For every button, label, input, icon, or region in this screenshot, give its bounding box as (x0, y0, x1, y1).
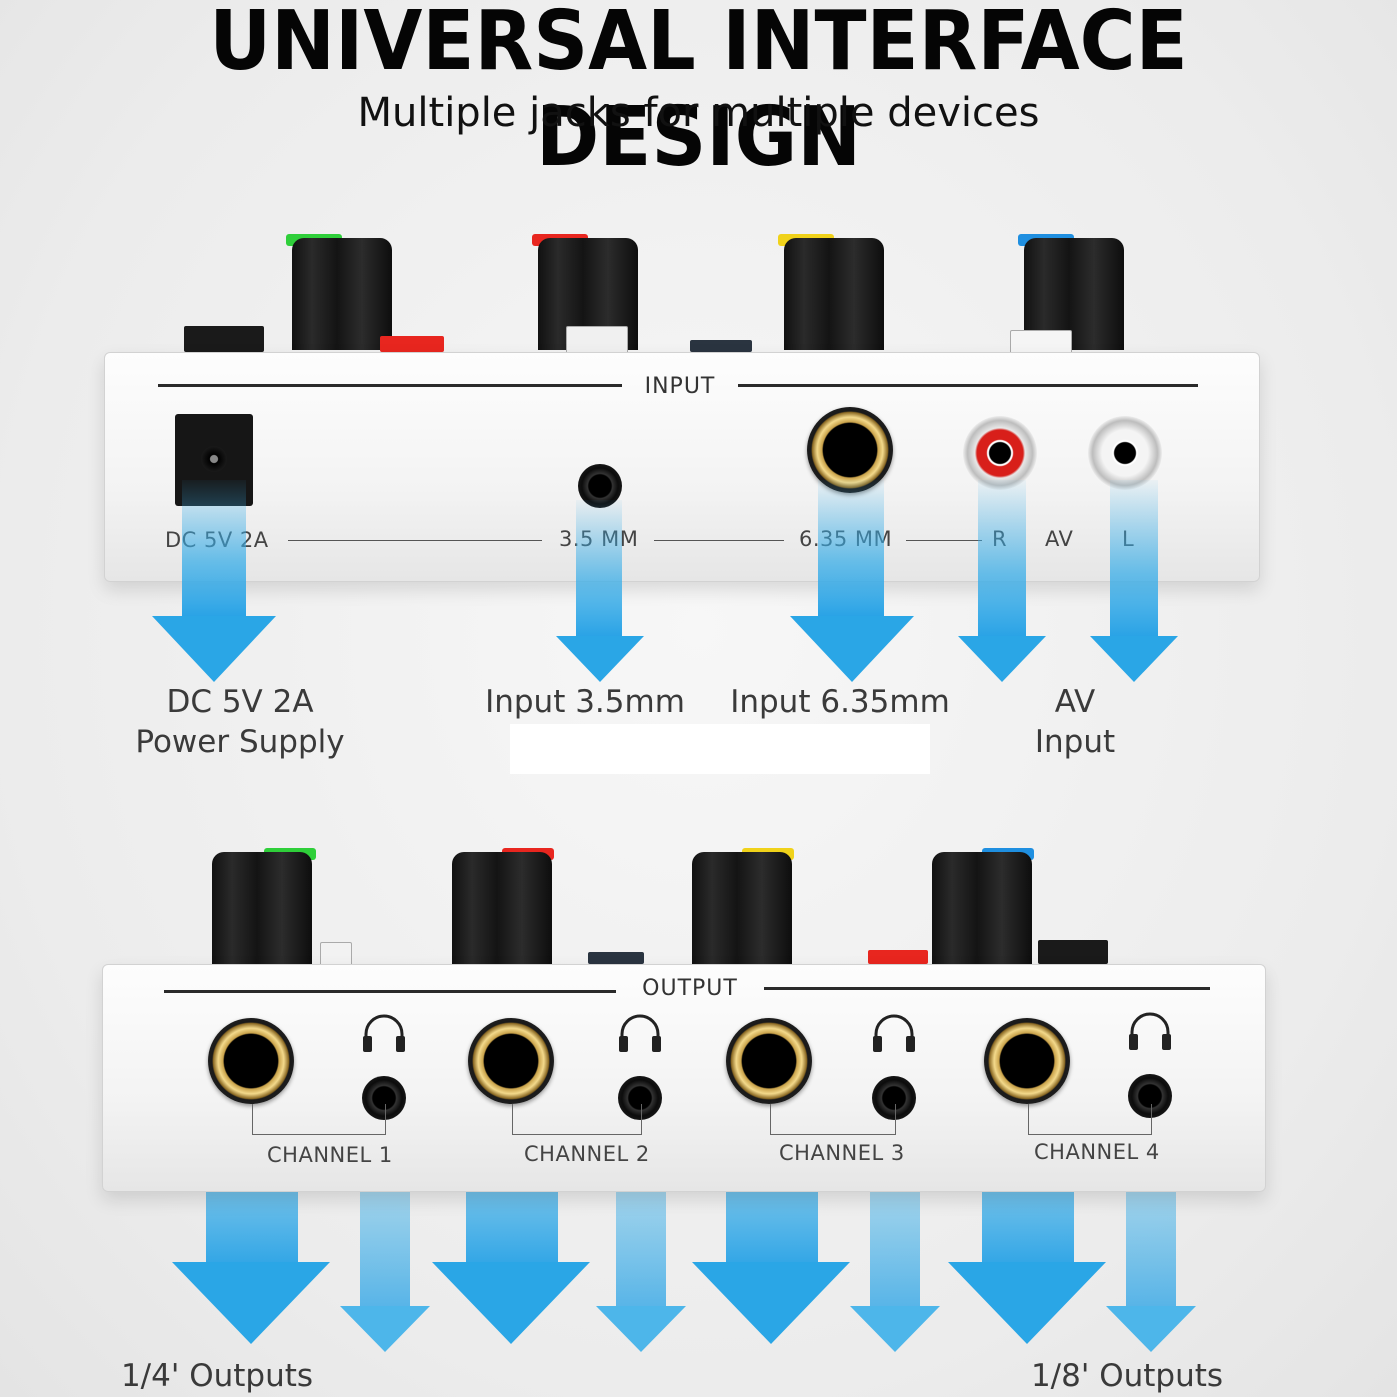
channel-3-eighth-jack[interactable] (872, 1076, 916, 1120)
arrow-input-635 (790, 480, 914, 682)
label-line (288, 540, 542, 541)
caption-av: AV Input (1034, 684, 1116, 760)
label-line (654, 540, 784, 541)
caption-quarter-outputs: 1/4' Outputs (120, 1358, 314, 1394)
input-6-35mm-jack[interactable] (807, 407, 893, 493)
dark-button[interactable] (690, 340, 752, 352)
panel-rule (764, 987, 1210, 990)
arrow-power (152, 480, 276, 682)
black-button[interactable] (1038, 940, 1108, 964)
page-title: UNIVERSAL INTERFACE DESIGN (209, 0, 1188, 185)
white-button[interactable] (566, 326, 628, 354)
input-panel (104, 352, 1260, 582)
red-button[interactable] (868, 950, 928, 964)
arrow-av-l (1090, 480, 1178, 682)
channel-2-eighth-jack[interactable] (618, 1076, 662, 1120)
input-label: INPUT (644, 374, 716, 399)
yellow-knob[interactable] (778, 234, 890, 350)
headphones-icon (1129, 1012, 1171, 1050)
knob-cap (932, 852, 1032, 964)
red-button[interactable] (380, 336, 444, 352)
knob-cap (212, 852, 312, 964)
channel-4-label: CHANNEL 4 (1034, 1140, 1160, 1164)
caption-input-35: Input 3.5mm (485, 684, 685, 720)
blue-knob[interactable] (926, 848, 1038, 964)
channel-bracket (770, 1104, 896, 1135)
knob-cap (292, 238, 392, 350)
headphones-icon (363, 1014, 405, 1052)
headphones-icon (873, 1014, 915, 1052)
white-button[interactable] (320, 942, 352, 966)
dark-button[interactable] (588, 952, 644, 964)
channel-1-eighth-jack[interactable] (362, 1076, 406, 1120)
label-line (906, 540, 982, 541)
yellow-knob[interactable] (686, 848, 798, 964)
caption-power: DC 5V 2A Power Supply (135, 684, 345, 760)
knob-cap (452, 852, 552, 964)
rca-left-jack[interactable] (1088, 416, 1162, 490)
caption-input-635: Input 6.35mm (730, 684, 950, 720)
channel-bracket (1028, 1104, 1152, 1135)
red-knob[interactable] (446, 848, 558, 964)
channel-1-quarter-jack[interactable] (208, 1018, 294, 1104)
channel-bracket (252, 1104, 386, 1135)
knob-cap (784, 238, 884, 350)
av-port-label: AV (1045, 527, 1074, 551)
headphones-icon (619, 1014, 661, 1052)
output-label: OUTPUT (642, 976, 738, 1001)
green-knob[interactable] (286, 234, 398, 350)
blank-box (510, 724, 930, 774)
channel-3-quarter-jack[interactable] (726, 1018, 812, 1104)
arrow-input-35 (556, 500, 644, 682)
arrow-av-r (958, 480, 1046, 682)
caption-eighth-outputs: 1/8' Outputs (1030, 1358, 1224, 1394)
channel-4-eighth-jack[interactable] (1128, 1074, 1172, 1118)
channel-3-label: CHANNEL 3 (779, 1141, 905, 1165)
page-subtitle: Multiple jacks for multiple devices (357, 90, 1040, 136)
channel-bracket (512, 1104, 642, 1135)
green-knob[interactable] (206, 848, 318, 964)
output-panel (102, 964, 1266, 1192)
rca-right-jack[interactable] (963, 416, 1037, 490)
panel-rule (738, 384, 1198, 387)
panel-rule (158, 384, 622, 387)
black-button[interactable] (184, 326, 264, 352)
channel-2-label: CHANNEL 2 (524, 1142, 650, 1166)
channel-4-quarter-jack[interactable] (984, 1018, 1070, 1104)
channel-2-quarter-jack[interactable] (468, 1018, 554, 1104)
panel-rule (164, 990, 616, 993)
channel-1-label: CHANNEL 1 (267, 1143, 393, 1167)
knob-cap (692, 852, 792, 964)
